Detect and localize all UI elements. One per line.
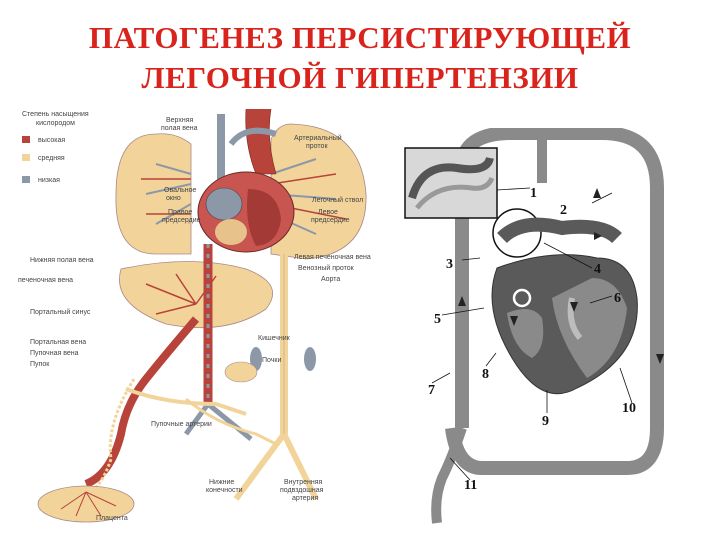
label-oval-2: окно (166, 195, 181, 202)
label-venous-duct: Венозный проток (298, 264, 355, 272)
right-lung (115, 133, 192, 255)
label-ductus-2: проток (306, 143, 328, 150)
label-number-8: 8 (482, 367, 489, 382)
fetal-circulation-diagram: Степень насыщения кислородом высокая сре… (16, 104, 388, 524)
callout-circle (492, 208, 542, 258)
legend-swatch-medium (22, 154, 30, 161)
label-number-7: 7 (428, 383, 435, 398)
label-iliac-2: подвздошная (280, 487, 324, 494)
label-intestine: Кишечник (258, 335, 291, 342)
label-navel: Пупок (30, 361, 50, 368)
label-ivc: Нижняя полая вена (30, 257, 94, 264)
arrow-icon (458, 296, 466, 306)
label-ductus-1: Артериальный (294, 134, 342, 142)
label-number-11: 11 (464, 478, 477, 493)
label-umbilical-vein: Пупочная вена (30, 350, 79, 357)
lower-vessel (431, 426, 467, 524)
label-number-9: 9 (542, 414, 549, 429)
arrow-icon (510, 316, 518, 326)
slide-title-line1: ПАТОГЕНЕЗ ПЕРСИСТИРУЮЩЕЙ (88, 20, 632, 55)
label-la-1: Левое (318, 209, 338, 216)
slide-title-line2: ЛЕГОЧНОЙ ГИПЕРТЕНЗИИ (141, 60, 579, 95)
label-number-4: 4 (594, 262, 601, 277)
label-liver-vein: печеночная вена (18, 277, 73, 284)
legend-swatch-high (22, 136, 30, 143)
label-pulm-trunk: Легочный ствол (312, 196, 363, 204)
vessel-arch (497, 217, 622, 244)
label-ra-2: предсердие (162, 217, 201, 224)
arrow-icon (570, 302, 578, 312)
label-number-3: 3 (446, 257, 453, 272)
label-number-6: 6 (614, 291, 621, 306)
legend-swatch-low (22, 176, 30, 183)
umbilical-vein (84, 316, 200, 488)
label-umbilical-artery: Пупочные артерии (151, 421, 212, 428)
label-ra-1: Правое (168, 209, 192, 216)
legend-title-line1: Степень насыщения (22, 111, 89, 118)
legend-label-low: низкая (38, 177, 60, 184)
outer-circuit (445, 126, 664, 475)
label-lower-limbs-1: Нижние (209, 479, 234, 486)
label-oval-1: Овальное (164, 187, 196, 194)
label-svc-2: полая вена (161, 125, 198, 132)
foramen-ovale (512, 288, 532, 308)
label-number-10: 10 (622, 401, 636, 416)
liver (119, 261, 274, 329)
arrow-icon (593, 188, 601, 198)
legend-label-medium: средняя (38, 155, 65, 162)
arrow-icon (594, 232, 602, 240)
label-svc-1: Верхняя (166, 117, 194, 124)
heart-left-chamber (507, 309, 544, 358)
heart-schematic-diagram: 1 2 3 4 5 6 7 8 9 10 11 (402, 126, 702, 528)
left-ventricle (247, 189, 281, 246)
label-lower-limbs-2: конечности (206, 487, 243, 494)
label-iliac-3: артерия (292, 495, 318, 502)
label-portal-sinus: Портальный синус (30, 308, 91, 316)
legend-title-line2: кислородом (36, 120, 75, 127)
label-portal-vein: Портальная вена (30, 339, 86, 346)
right-ventricle (215, 219, 247, 245)
legend-label-high: высокая (38, 137, 65, 144)
label-pulm-vein: Левая печеночная вена (294, 254, 371, 261)
label-number-1: 1 (530, 186, 537, 201)
label-iliac-1: Внутренняя (284, 479, 323, 486)
label-la-2: предсердие (311, 217, 350, 224)
label-placenta: Плацента (96, 515, 128, 522)
kidney-left (250, 347, 262, 371)
kidney-right (304, 347, 316, 371)
arrow-icon (656, 354, 664, 364)
label-kidneys: Почки (262, 357, 281, 364)
label-number-5: 5 (434, 312, 441, 327)
placenta (37, 485, 135, 523)
label-aorta: Аорта (321, 276, 340, 283)
label-number-2: 2 (560, 203, 567, 218)
right-atrium (205, 187, 243, 221)
oxygen-legend: Степень насыщения кислородом высокая сре… (22, 111, 89, 184)
